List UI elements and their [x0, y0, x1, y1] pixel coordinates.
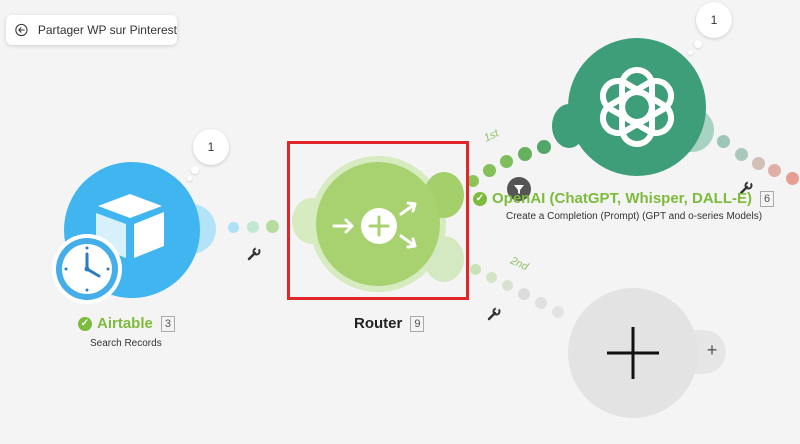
openai-label: ✓ OpenAI (ChatGPT, Whisper, DALL-E) 6 [473, 190, 775, 207]
check-icon: ✓ [78, 316, 92, 331]
wrench-icon[interactable] [246, 246, 262, 262]
connector-dot [486, 272, 497, 283]
connector-dot [470, 264, 481, 275]
router-label: Router 9 [354, 315, 425, 332]
router-icon [332, 201, 417, 249]
connector-dot [467, 175, 479, 187]
back-to-scenario-button[interactable]: Partager WP sur Pinterest [6, 15, 177, 45]
route-label-1st: 1st [482, 127, 501, 145]
openai-module-id: 6 [760, 190, 775, 207]
connector-dot [717, 135, 730, 148]
route-label-2nd: 2nd [508, 254, 531, 274]
wrench-icon[interactable] [486, 306, 502, 322]
connector-dot [502, 280, 513, 291]
connector-dot [537, 140, 551, 154]
openai-module[interactable] [552, 38, 720, 180]
plus-icon [607, 327, 659, 379]
arrow-left-circle-icon [15, 23, 28, 37]
add-next-module-button[interactable]: + [702, 340, 722, 360]
bubble-tail [187, 176, 192, 181]
airtable-label: ✓ Airtable 3 [78, 315, 175, 332]
add-next-plus: + [706, 340, 718, 360]
connector-dot [535, 297, 547, 309]
connector-dot [228, 222, 239, 233]
scenario-title: Partager WP sur Pinterest [37, 23, 177, 37]
schedule-clock-icon[interactable] [52, 234, 122, 304]
connector-dot [735, 148, 748, 161]
openai-bubble-group: 1 [676, 0, 736, 62]
airtable-name: Airtable [97, 315, 153, 332]
router-module-id: 9 [410, 315, 425, 332]
connector-dot [786, 172, 799, 185]
connector-dot [752, 157, 765, 170]
connector-dot [247, 221, 259, 233]
wrench-icon[interactable] [738, 180, 754, 196]
openai-name: OpenAI (ChatGPT, Whisper, DALL-E) [492, 190, 753, 207]
airtable-bubble-group: 1 [178, 128, 238, 188]
airtable-module[interactable] [52, 162, 216, 304]
add-module[interactable]: + [568, 288, 728, 428]
airtable-subtitle: Search Records [90, 338, 162, 349]
connector-dot [518, 288, 530, 300]
bubble-tail [191, 166, 199, 174]
connector-dot [768, 164, 781, 177]
connector-dot [552, 306, 564, 318]
check-icon: ✓ [473, 191, 487, 206]
openai-module-circle[interactable] [568, 38, 706, 176]
connector-dot [518, 147, 532, 161]
connector-dot [483, 164, 496, 177]
bubble-tail [694, 40, 702, 48]
openai-subtitle: Create a Completion (Prompt) (GPT and o-… [506, 211, 763, 222]
router-module[interactable] [288, 152, 466, 296]
airtable-module-id: 3 [160, 315, 175, 332]
openai-operations-count[interactable]: 1 [696, 2, 732, 38]
connector-dot [500, 155, 513, 168]
openai-logo-icon [599, 67, 675, 147]
bubble-tail [688, 50, 693, 55]
router-name: Router [354, 315, 403, 332]
filter-icon[interactable] [507, 177, 531, 201]
connector-dot [266, 220, 279, 233]
airtable-operations-count[interactable]: 1 [193, 129, 229, 165]
